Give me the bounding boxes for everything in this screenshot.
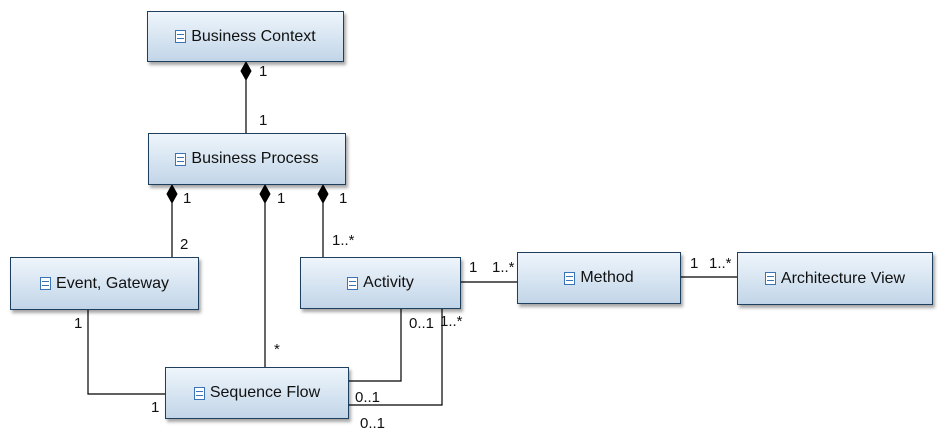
connector-activity-flow-b [349,309,443,406]
connector-event-flow [87,310,165,395]
class-business-process[interactable]: Business Process [148,133,346,185]
class-activity[interactable]: Activity [300,257,461,309]
multiplicity-label: 1 [339,190,348,207]
class-icon [175,152,187,166]
class-name: Business Process [191,150,319,167]
multiplicity-label: 1 [277,190,286,207]
multiplicity-label: 0..1 [409,315,435,332]
class-icon [40,277,52,290]
connector-activity-flow-a [349,309,402,382]
multiplicity-label: 1..* [709,255,732,272]
class-event-gateway[interactable]: Event, Gateway [10,257,199,310]
multiplicity-label: 1..* [492,259,515,276]
class-name: Sequence Flow [209,384,321,401]
class-name: Event, Gateway [56,274,169,292]
class-sequence-flow[interactable]: Sequence Flow [165,367,349,419]
class-name: Architecture View [780,269,906,287]
multiplicity-label: 1 [690,255,699,272]
multiplicity-label: 1 [183,190,192,207]
composition-diamond-icon [166,183,178,205]
class-name: Business Context [191,27,316,45]
multiplicity-label: 1..* [332,232,355,249]
composition-diamond-icon [240,60,252,82]
multiplicity-label: 2 [180,236,189,253]
class-method[interactable]: Method [517,252,681,304]
composition-diamond-icon [259,183,271,205]
multiplicity-label: 1 [151,399,160,416]
class-icon [564,271,576,285]
multiplicity-label: 0..1 [360,415,386,432]
composition-diamond-icon [317,183,329,205]
class-name: Method [580,269,634,286]
multiplicity-label: 1 [259,63,268,80]
multiplicity-label: 1..* [440,313,463,330]
class-business-context[interactable]: Business Context [147,11,344,62]
class-icon [764,272,776,285]
class-icon [193,386,205,400]
class-icon [175,30,187,43]
multiplicity-label: 0..1 [355,389,381,406]
multiplicity-label: 1 [469,259,478,276]
multiplicity-label: 1 [74,315,83,332]
class-architecture-view[interactable]: Architecture View [737,252,933,305]
multiplicity-label: * [274,341,280,358]
class-icon [347,276,359,290]
class-name: Activity [363,274,414,291]
multiplicity-label: 1 [259,112,268,129]
